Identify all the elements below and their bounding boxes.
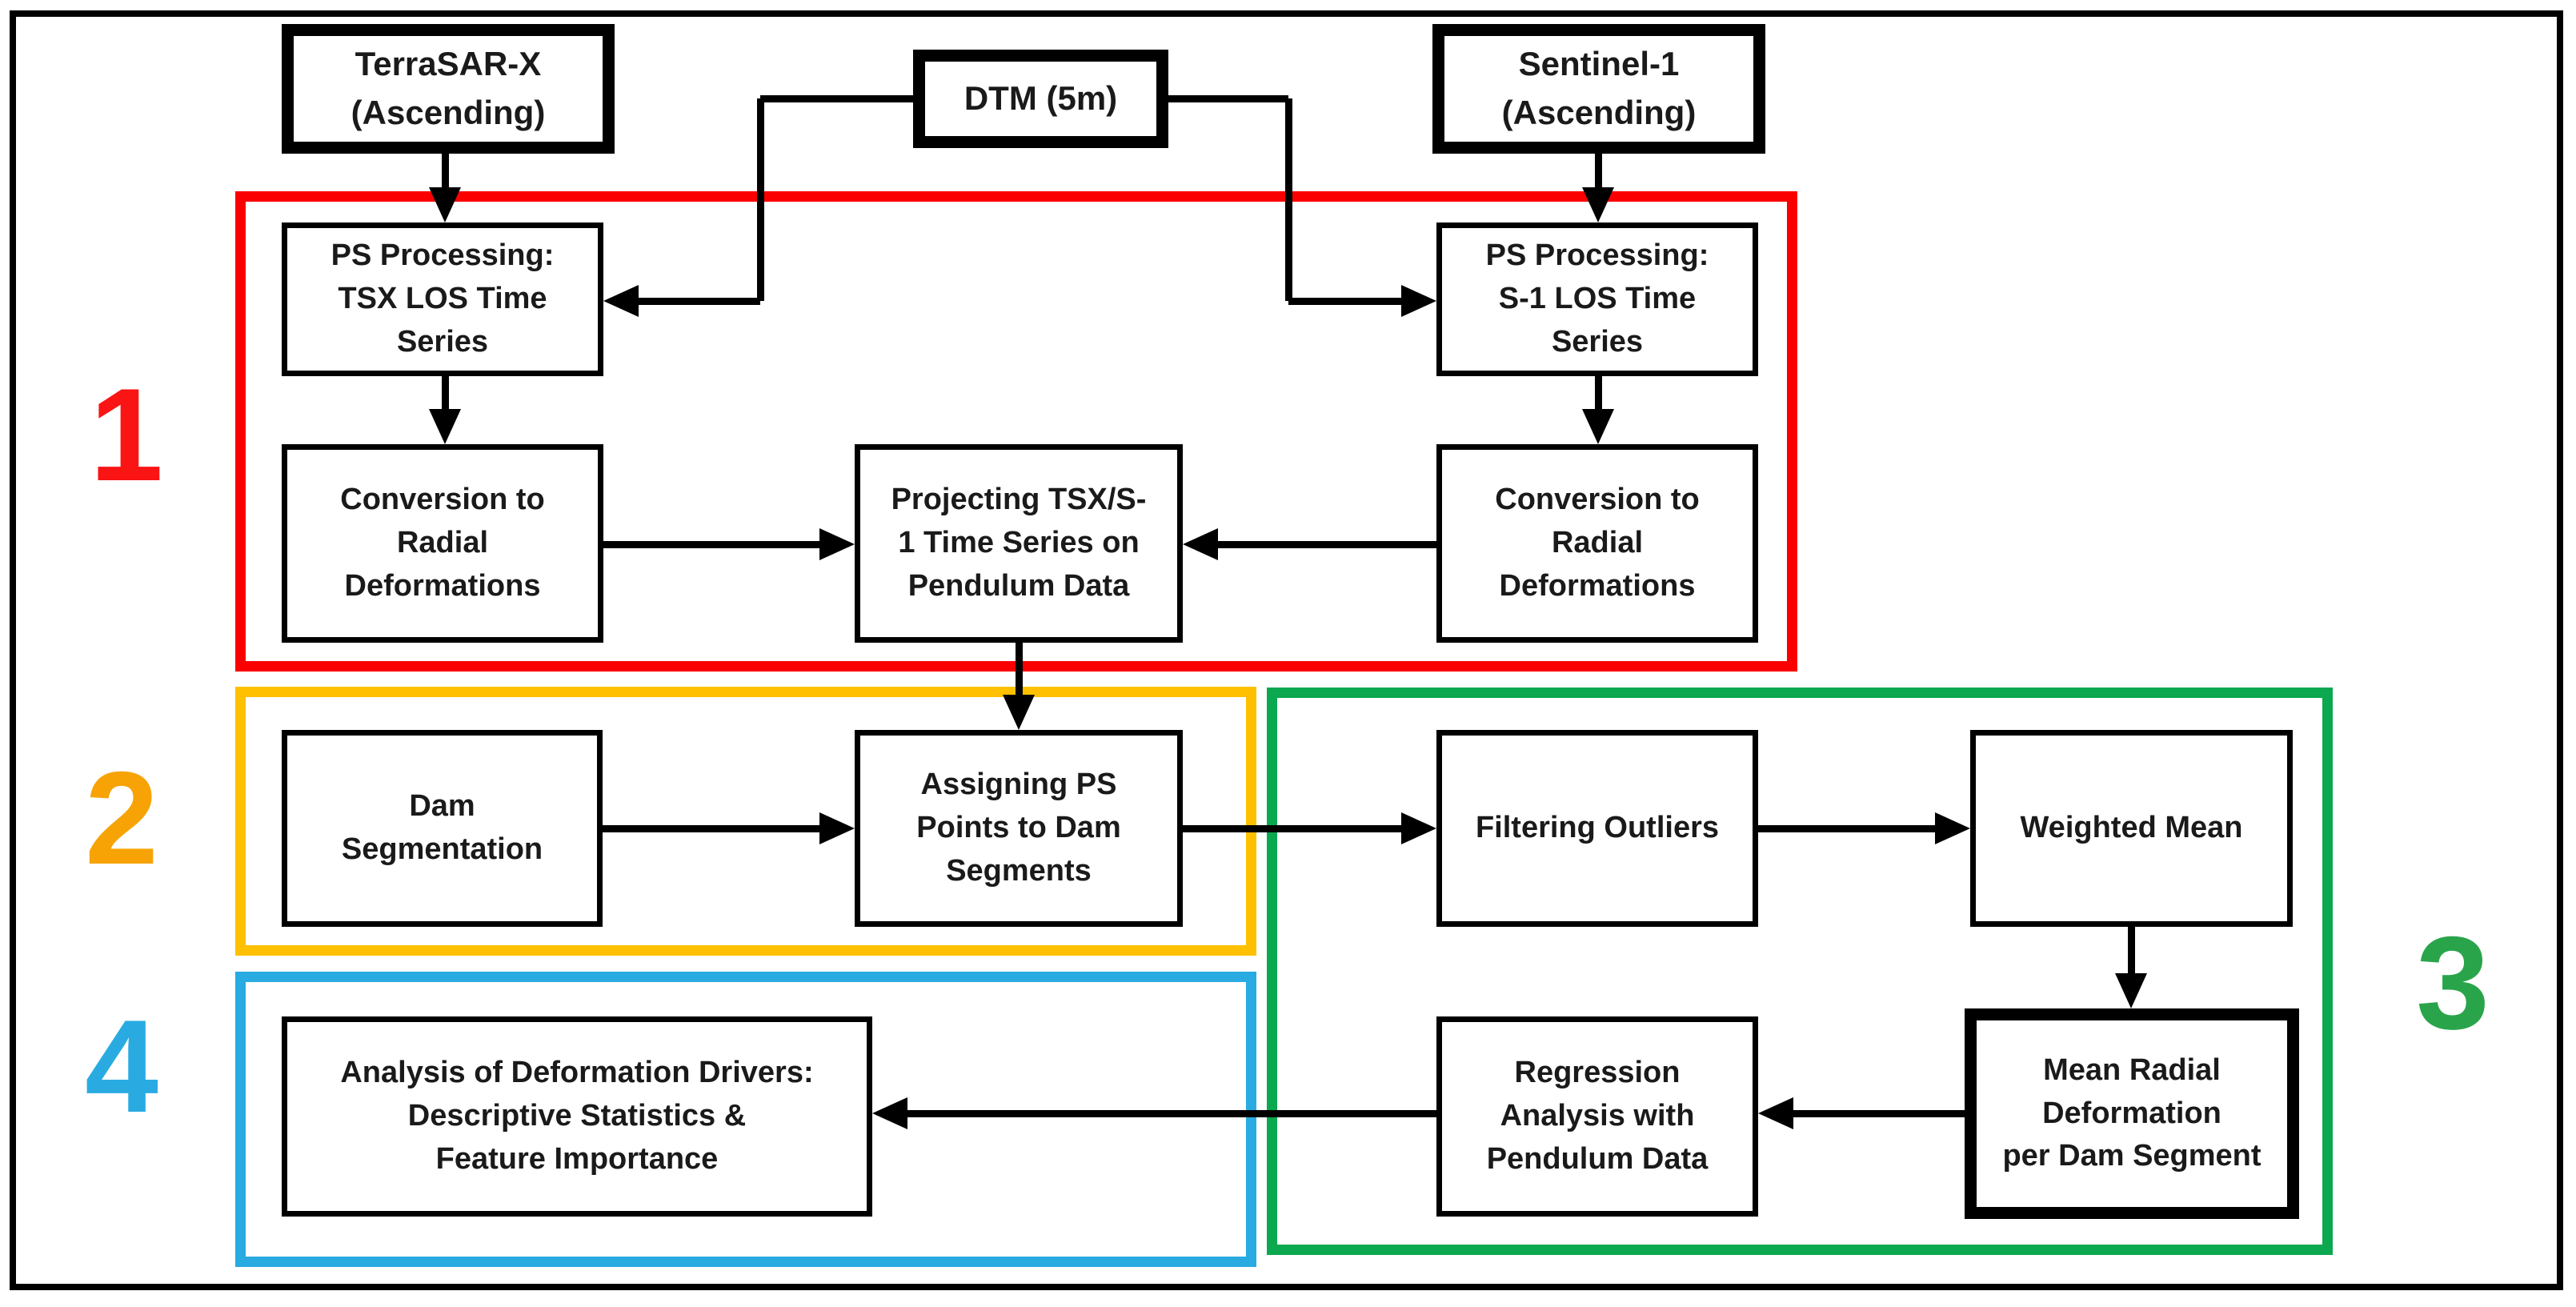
stage-3-number: 3 bbox=[2416, 909, 2490, 1056]
node-filtering-outliers: Filtering Outliers bbox=[1436, 730, 1758, 927]
node-ps-processing-tsx: PS Processing: TSX LOS Time Series bbox=[282, 223, 603, 376]
node-dam-segmentation: Dam Segmentation bbox=[282, 730, 603, 927]
node-sentinel-1: Sentinel-1 (Ascending) bbox=[1432, 24, 1765, 154]
node-dtm: DTM (5m) bbox=[913, 50, 1168, 148]
node-terrasar-x: TerraSAR-X (Ascending) bbox=[282, 24, 615, 154]
node-analysis-deformation-drivers: Analysis of Deformation Drivers: Descrip… bbox=[282, 1016, 872, 1217]
stage-2-frame bbox=[235, 687, 1256, 956]
node-regression-analysis: Regression Analysis with Pendulum Data bbox=[1436, 1016, 1758, 1217]
stage-1-number: 1 bbox=[90, 361, 163, 508]
diagram-outer-frame bbox=[10, 10, 2563, 1290]
node-conversion-radial-left: Conversion to Radial Deformations bbox=[282, 444, 603, 643]
node-weighted-mean: Weighted Mean bbox=[1970, 730, 2293, 927]
node-mean-radial-deformation: Mean Radial Deformation per Dam Segment bbox=[1965, 1008, 2299, 1219]
node-ps-processing-s1: PS Processing: S-1 LOS Time Series bbox=[1436, 223, 1758, 376]
stage-2-number: 2 bbox=[85, 744, 158, 892]
stage-4-number: 4 bbox=[85, 992, 158, 1140]
node-assigning-ps-points: Assigning PS Points to Dam Segments bbox=[855, 730, 1183, 927]
node-conversion-radial-right: Conversion to Radial Deformations bbox=[1436, 444, 1758, 643]
node-projecting-time-series: Projecting TSX/S- 1 Time Series on Pendu… bbox=[855, 444, 1183, 643]
stage-4-frame bbox=[235, 972, 1256, 1267]
